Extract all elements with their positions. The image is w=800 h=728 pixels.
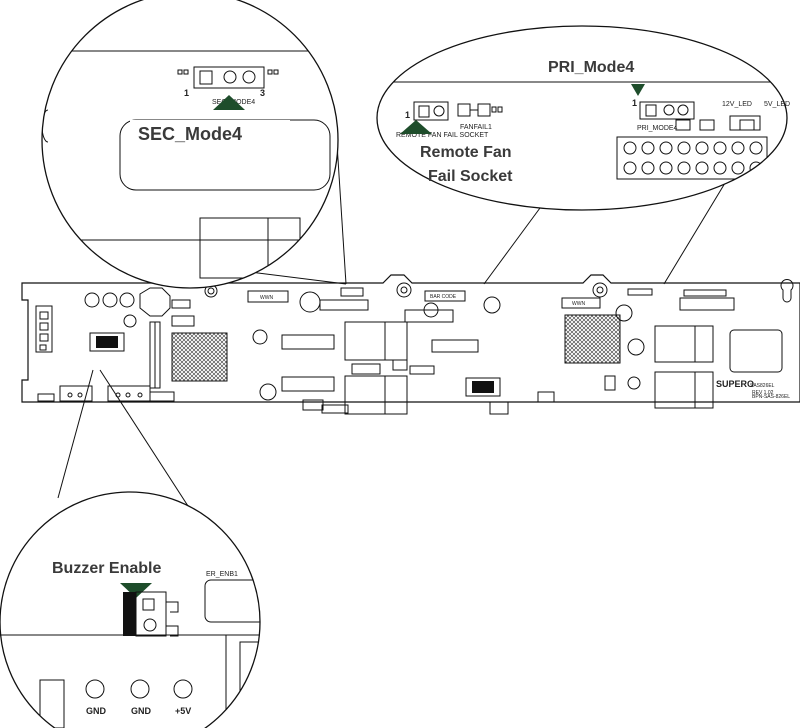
wwn-label-1: WWN (260, 295, 273, 301)
buzzer-callout: Buzzer Enable ER_ENB1 GND GND +5V (0, 369, 261, 728)
remote-fan-line1: Remote Fan (420, 144, 512, 161)
buzzer-arrow-icon (120, 583, 152, 598)
buzzer-silk-label: ER_ENB1 (206, 571, 238, 578)
pri-pin1-label: 1 (632, 98, 637, 108)
pri-arrow-icon (631, 84, 645, 96)
backplane-board: WWN BAR CODE WWN (21, 274, 800, 415)
pin-label-gnd-2: GND (131, 706, 152, 716)
sec-pin1-label: 1 (184, 88, 189, 98)
sec-mode4-label: SEC_Mode4 (138, 124, 242, 144)
sec-pin3-label: 3 (260, 88, 265, 98)
fan-pin1-label: 1 (405, 110, 410, 120)
sec-arrow-icon (213, 95, 245, 110)
remote-fan-silk: REMOTE FAN FAIL SOCKET (396, 132, 489, 139)
pri-mode4-label: PRI_Mode4 (548, 59, 634, 76)
model-label: SAS826EL (750, 383, 775, 389)
pri-silk-label: PRI_MODE4 (637, 125, 678, 132)
wwn-label-2: WWN (572, 301, 585, 307)
barcode-label: BAR CODE (430, 294, 457, 300)
pri-mode4-callout: PRI_Mode4 1 PRI_MODE4 12V_LED 5V_LED 1 F… (376, 25, 790, 285)
led-5v-label: 5V_LED (764, 101, 790, 108)
led-12v-label: 12V_LED (722, 101, 752, 108)
pin-label-gnd-1: GND (86, 706, 107, 716)
buzzer-enable-label: Buzzer Enable (52, 560, 161, 577)
remote-fan-line2: Fail Socket (428, 168, 513, 185)
pin-label-5v: +5V (175, 706, 191, 716)
brand-logo: SUPERO (716, 379, 754, 389)
serial-label: BPN-SAS-826EL (752, 394, 790, 400)
fan-arrow-icon (400, 120, 432, 134)
fanfail1-label: FANFAIL1 (460, 124, 492, 131)
sec-mode4-callout: 1 3 SEC_MODE4 SEC_Mode4 (41, 0, 347, 289)
rev-label: REV 1.02 (752, 390, 774, 396)
